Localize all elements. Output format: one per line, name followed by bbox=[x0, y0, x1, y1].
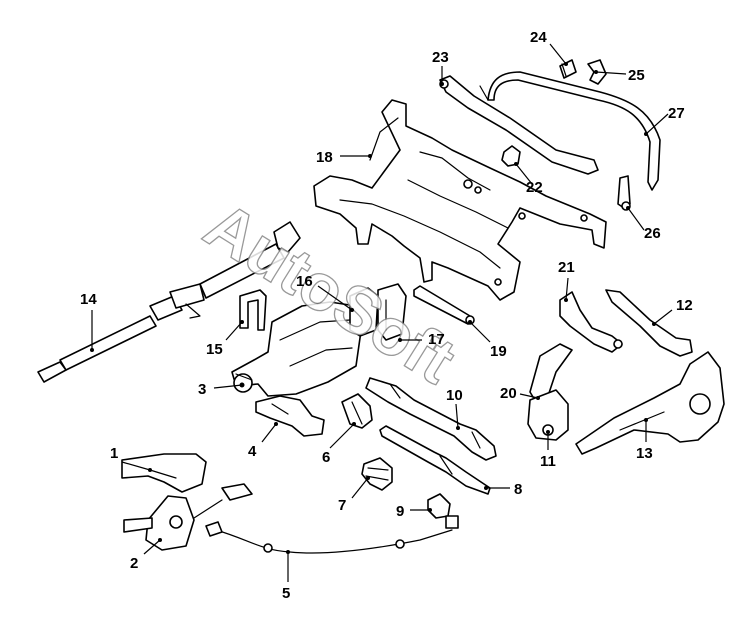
part-link-20 bbox=[529, 343, 573, 403]
callout-25: 25 bbox=[628, 67, 645, 84]
part-cv-joint bbox=[341, 393, 373, 429]
callout-8: 8 bbox=[514, 481, 522, 498]
callout-13: 13 bbox=[636, 445, 653, 462]
callout-15: 15 bbox=[206, 341, 223, 358]
callout-9: 9 bbox=[396, 503, 404, 520]
part-drive-shaft-10 bbox=[365, 377, 497, 461]
part-differential bbox=[231, 301, 363, 397]
part-trailing-arm bbox=[575, 351, 725, 455]
part-upper-arm bbox=[559, 291, 623, 353]
callout-16: 16 bbox=[296, 273, 313, 290]
part-heat-shield bbox=[121, 453, 207, 493]
part-drive-shaft-8 bbox=[379, 425, 491, 495]
callout-14: 14 bbox=[80, 291, 97, 308]
part-actuator bbox=[123, 483, 253, 551]
callout-5: 5 bbox=[282, 585, 290, 602]
part-bushing bbox=[559, 59, 577, 79]
part-stabilizer-bar bbox=[479, 71, 661, 191]
callout-12: 12 bbox=[676, 297, 693, 314]
callout-18: 18 bbox=[316, 149, 333, 166]
callout-10: 10 bbox=[446, 387, 463, 404]
callout-20: 20 bbox=[500, 385, 517, 402]
part-mount-17 bbox=[377, 283, 407, 341]
part-seal-16 bbox=[349, 287, 379, 337]
callout-labels: 1 2 3 4 5 6 7 8 9 10 11 12 13 14 15 16 1… bbox=[80, 29, 693, 602]
part-bracket bbox=[239, 289, 267, 331]
callout-23: 23 bbox=[432, 49, 449, 66]
part-crossmember bbox=[255, 395, 325, 437]
callout-3: 3 bbox=[198, 381, 206, 398]
callout-21: 21 bbox=[558, 259, 575, 276]
part-end-link bbox=[617, 175, 631, 211]
part-control-arm-12 bbox=[605, 289, 693, 357]
part-subframe bbox=[313, 99, 607, 301]
part-cable bbox=[205, 521, 453, 554]
part-bushing-9 bbox=[427, 493, 459, 529]
callout-7: 7 bbox=[338, 497, 346, 514]
callout-17: 17 bbox=[428, 331, 445, 348]
callout-2: 2 bbox=[130, 555, 138, 572]
part-boot bbox=[361, 457, 393, 491]
part-hub-carrier bbox=[527, 389, 569, 441]
callout-26: 26 bbox=[644, 225, 661, 242]
callout-24: 24 bbox=[530, 29, 547, 46]
callout-11: 11 bbox=[540, 453, 556, 470]
callout-6: 6 bbox=[322, 449, 330, 466]
callout-4: 4 bbox=[248, 443, 257, 460]
callout-1: 1 bbox=[110, 445, 118, 462]
leader-lines bbox=[90, 43, 673, 582]
callout-27: 27 bbox=[668, 105, 685, 122]
callout-19: 19 bbox=[490, 343, 507, 360]
callout-22: 22 bbox=[526, 179, 543, 196]
part-propeller-shaft bbox=[37, 221, 301, 383]
